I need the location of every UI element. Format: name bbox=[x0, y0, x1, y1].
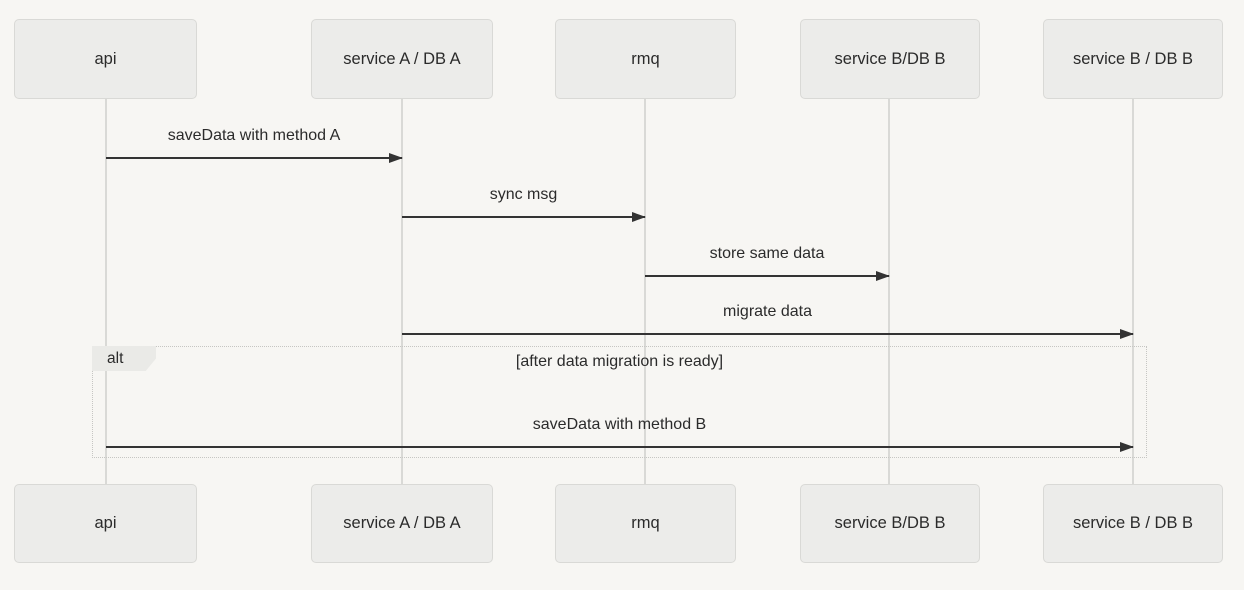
actor-label: service A / DB A bbox=[343, 514, 461, 532]
message-line bbox=[402, 212, 646, 222]
actor-label: service A / DB A bbox=[343, 49, 461, 68]
actor-label: rmq bbox=[631, 49, 660, 68]
actor-label: service B/DB B bbox=[834, 514, 946, 532]
actor-label: api bbox=[94, 49, 117, 68]
message-label: store same data bbox=[709, 245, 825, 262]
actor-api-top: api bbox=[14, 19, 197, 99]
actor-serviceB2-bottom: service B / DB B bbox=[1043, 484, 1223, 563]
actor-serviceA-top: service A / DB A bbox=[311, 19, 493, 99]
actor-label: service B / DB B bbox=[1072, 514, 1194, 532]
arrowhead-icon bbox=[1120, 442, 1134, 452]
message-line bbox=[645, 271, 890, 281]
actor-rmq-bottom: rmq bbox=[555, 484, 736, 563]
actor-serviceB1-bottom: service B/DB B bbox=[800, 484, 980, 563]
message-label: migrate data bbox=[723, 303, 812, 320]
actor-serviceB1-top: service B/DB B bbox=[800, 19, 980, 99]
lifeline-serviceB1 bbox=[888, 99, 890, 484]
lifeline-rmq bbox=[644, 99, 646, 484]
actor-label: service B/DB B bbox=[834, 49, 946, 68]
lifeline-api bbox=[105, 99, 107, 484]
alt-fragment-label: alt bbox=[92, 346, 156, 371]
actor-serviceA-bottom: service A / DB A bbox=[311, 484, 493, 563]
actor-serviceB2-top: service B / DB B bbox=[1043, 19, 1223, 99]
message-line bbox=[402, 329, 1134, 339]
message-label: saveData with method A bbox=[167, 127, 341, 144]
arrowhead-icon bbox=[876, 271, 890, 281]
alt-fragment-condition: [after data migration is ready] bbox=[515, 353, 724, 370]
message-label: sync msg bbox=[489, 186, 558, 203]
arrowhead-icon bbox=[1120, 329, 1134, 339]
lifeline-serviceA bbox=[401, 99, 403, 484]
arrowhead-icon bbox=[389, 153, 403, 163]
arrowhead-icon bbox=[632, 212, 646, 222]
message-line bbox=[106, 153, 403, 163]
alt-label-text: alt bbox=[107, 349, 124, 367]
actor-rmq-top: rmq bbox=[555, 19, 736, 99]
alt-fragment: alt [after data migration is ready] bbox=[92, 346, 1147, 458]
actor-label: service B / DB B bbox=[1072, 49, 1194, 68]
actor-label: api bbox=[94, 514, 117, 532]
actor-label: rmq bbox=[631, 514, 660, 532]
lifeline-serviceB2 bbox=[1132, 99, 1134, 484]
message-line bbox=[106, 442, 1134, 452]
message-label: saveData with method B bbox=[532, 416, 707, 433]
actor-api-bottom: api bbox=[14, 484, 197, 563]
